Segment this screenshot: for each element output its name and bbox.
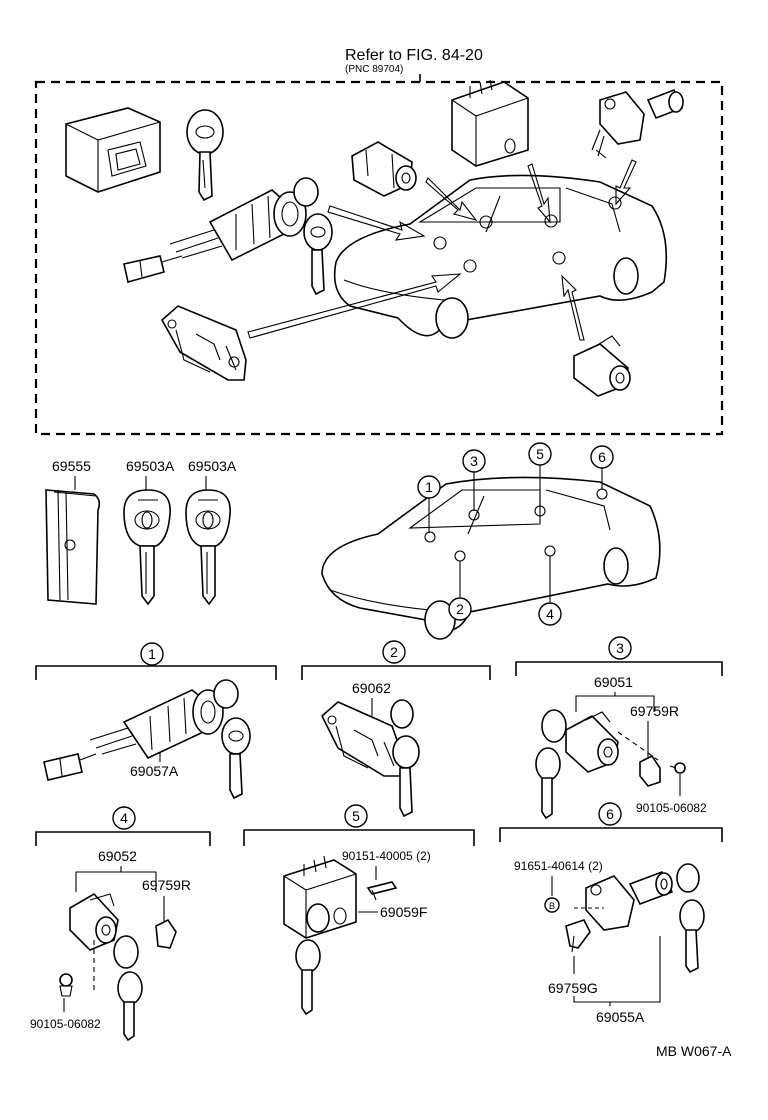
svg-text:1: 1 bbox=[425, 479, 433, 495]
svg-text:5: 5 bbox=[536, 446, 544, 462]
overview-part-69555: 69555 bbox=[52, 458, 91, 474]
car-silhouette-middle bbox=[321, 476, 661, 640]
trunk-lock-drawing bbox=[565, 863, 705, 974]
leader-69055a bbox=[573, 936, 661, 1006]
part-90151-40005: 90151-40005 (2) bbox=[342, 849, 431, 863]
door-lock-bracket-drawing bbox=[321, 699, 420, 818]
overview-part-69503a-2: 69503A bbox=[188, 458, 237, 474]
svg-text:4: 4 bbox=[546, 606, 554, 622]
glovebox-lock-top-drawing bbox=[451, 79, 529, 167]
svg-text:6: 6 bbox=[598, 449, 606, 465]
car-callout-5: 5 bbox=[528, 442, 552, 506]
part-69062: 69062 bbox=[352, 680, 391, 696]
car-callout-6: 6 bbox=[590, 445, 614, 490]
section-2: 2 69062 bbox=[301, 640, 491, 818]
glovebox-lock-drawing bbox=[283, 855, 398, 1016]
small-cylinder-top-drawing bbox=[351, 141, 417, 197]
key-tag-drawing bbox=[45, 489, 101, 605]
key-69503a-drawing-2 bbox=[185, 489, 231, 606]
part-69052: 69052 bbox=[98, 848, 137, 864]
part-69759r-3: 69759R bbox=[630, 703, 679, 719]
section-5-number: 5 bbox=[352, 808, 360, 824]
car-silhouette-top bbox=[333, 174, 668, 339]
section-1-number: 1 bbox=[148, 646, 156, 662]
overview-part-69503a-1: 69503A bbox=[126, 458, 175, 474]
door-lock-bracket-top-drawing bbox=[160, 305, 247, 381]
figure-code: MB W067-A bbox=[656, 1043, 732, 1059]
refer-label: Refer to FIG. 84-20 bbox=[345, 47, 483, 64]
section-1: 1 69057A bbox=[35, 642, 277, 800]
section-6-number: 6 bbox=[606, 806, 614, 822]
trunk-lock-top-drawing bbox=[591, 88, 684, 159]
ignition-cylinder-drawing bbox=[43, 679, 251, 800]
leader-69051 bbox=[575, 692, 655, 712]
key-top-drawing bbox=[186, 109, 224, 202]
part-69057a: 69057A bbox=[130, 763, 179, 779]
part-69759g: 69759G bbox=[548, 980, 598, 996]
part-90105-06082-4: 90105-06082 bbox=[30, 1017, 101, 1031]
car-callout-1: 1 bbox=[417, 475, 441, 533]
pointer-arrows-top bbox=[247, 159, 637, 341]
svg-text:B: B bbox=[549, 901, 555, 911]
key-69503a-drawing-1 bbox=[123, 489, 171, 606]
car-callout-2: 2 bbox=[448, 561, 472, 621]
part-69051: 69051 bbox=[594, 674, 633, 690]
part-91651-40614: 91651-40614 (2) bbox=[514, 859, 603, 873]
section-5: 5 90151-40005 (2) 69059F bbox=[243, 804, 475, 1016]
leader-69052 bbox=[75, 866, 157, 892]
grommet-icon bbox=[544, 897, 560, 913]
part-90105-06082-3: 90105-06082 bbox=[636, 801, 707, 815]
section-4: 4 69052 69759R 90105-06082 bbox=[30, 806, 211, 1042]
door-cylinder-drawing-4 bbox=[59, 892, 177, 1042]
part-69059f: 69059F bbox=[380, 904, 427, 920]
car-callout-4: 4 bbox=[538, 556, 562, 626]
part-69055a: 69055A bbox=[596, 1009, 645, 1025]
section-3-number: 3 bbox=[616, 640, 624, 656]
rear-cylinder-top-drawing bbox=[573, 335, 631, 397]
section-2-number: 2 bbox=[390, 644, 398, 660]
part-69759r-4: 69759R bbox=[142, 877, 191, 893]
reference-frame bbox=[34, 80, 724, 436]
section-3: 3 69051 69759R 90105-06082 bbox=[515, 636, 723, 820]
svg-text:2: 2 bbox=[456, 601, 464, 617]
pnc-label: (PNC 89704) bbox=[345, 64, 403, 75]
section-6: 6 91651-40614 (2) B 69759G 69055A bbox=[499, 802, 723, 1025]
svg-text:3: 3 bbox=[470, 453, 478, 469]
car-callout-3: 3 bbox=[462, 449, 486, 511]
transponder-box-drawing bbox=[65, 107, 161, 193]
section-4-number: 4 bbox=[120, 810, 128, 826]
door-cylinder-drawing-3 bbox=[535, 709, 686, 820]
ignition-cylinder-top-drawing bbox=[123, 177, 333, 296]
